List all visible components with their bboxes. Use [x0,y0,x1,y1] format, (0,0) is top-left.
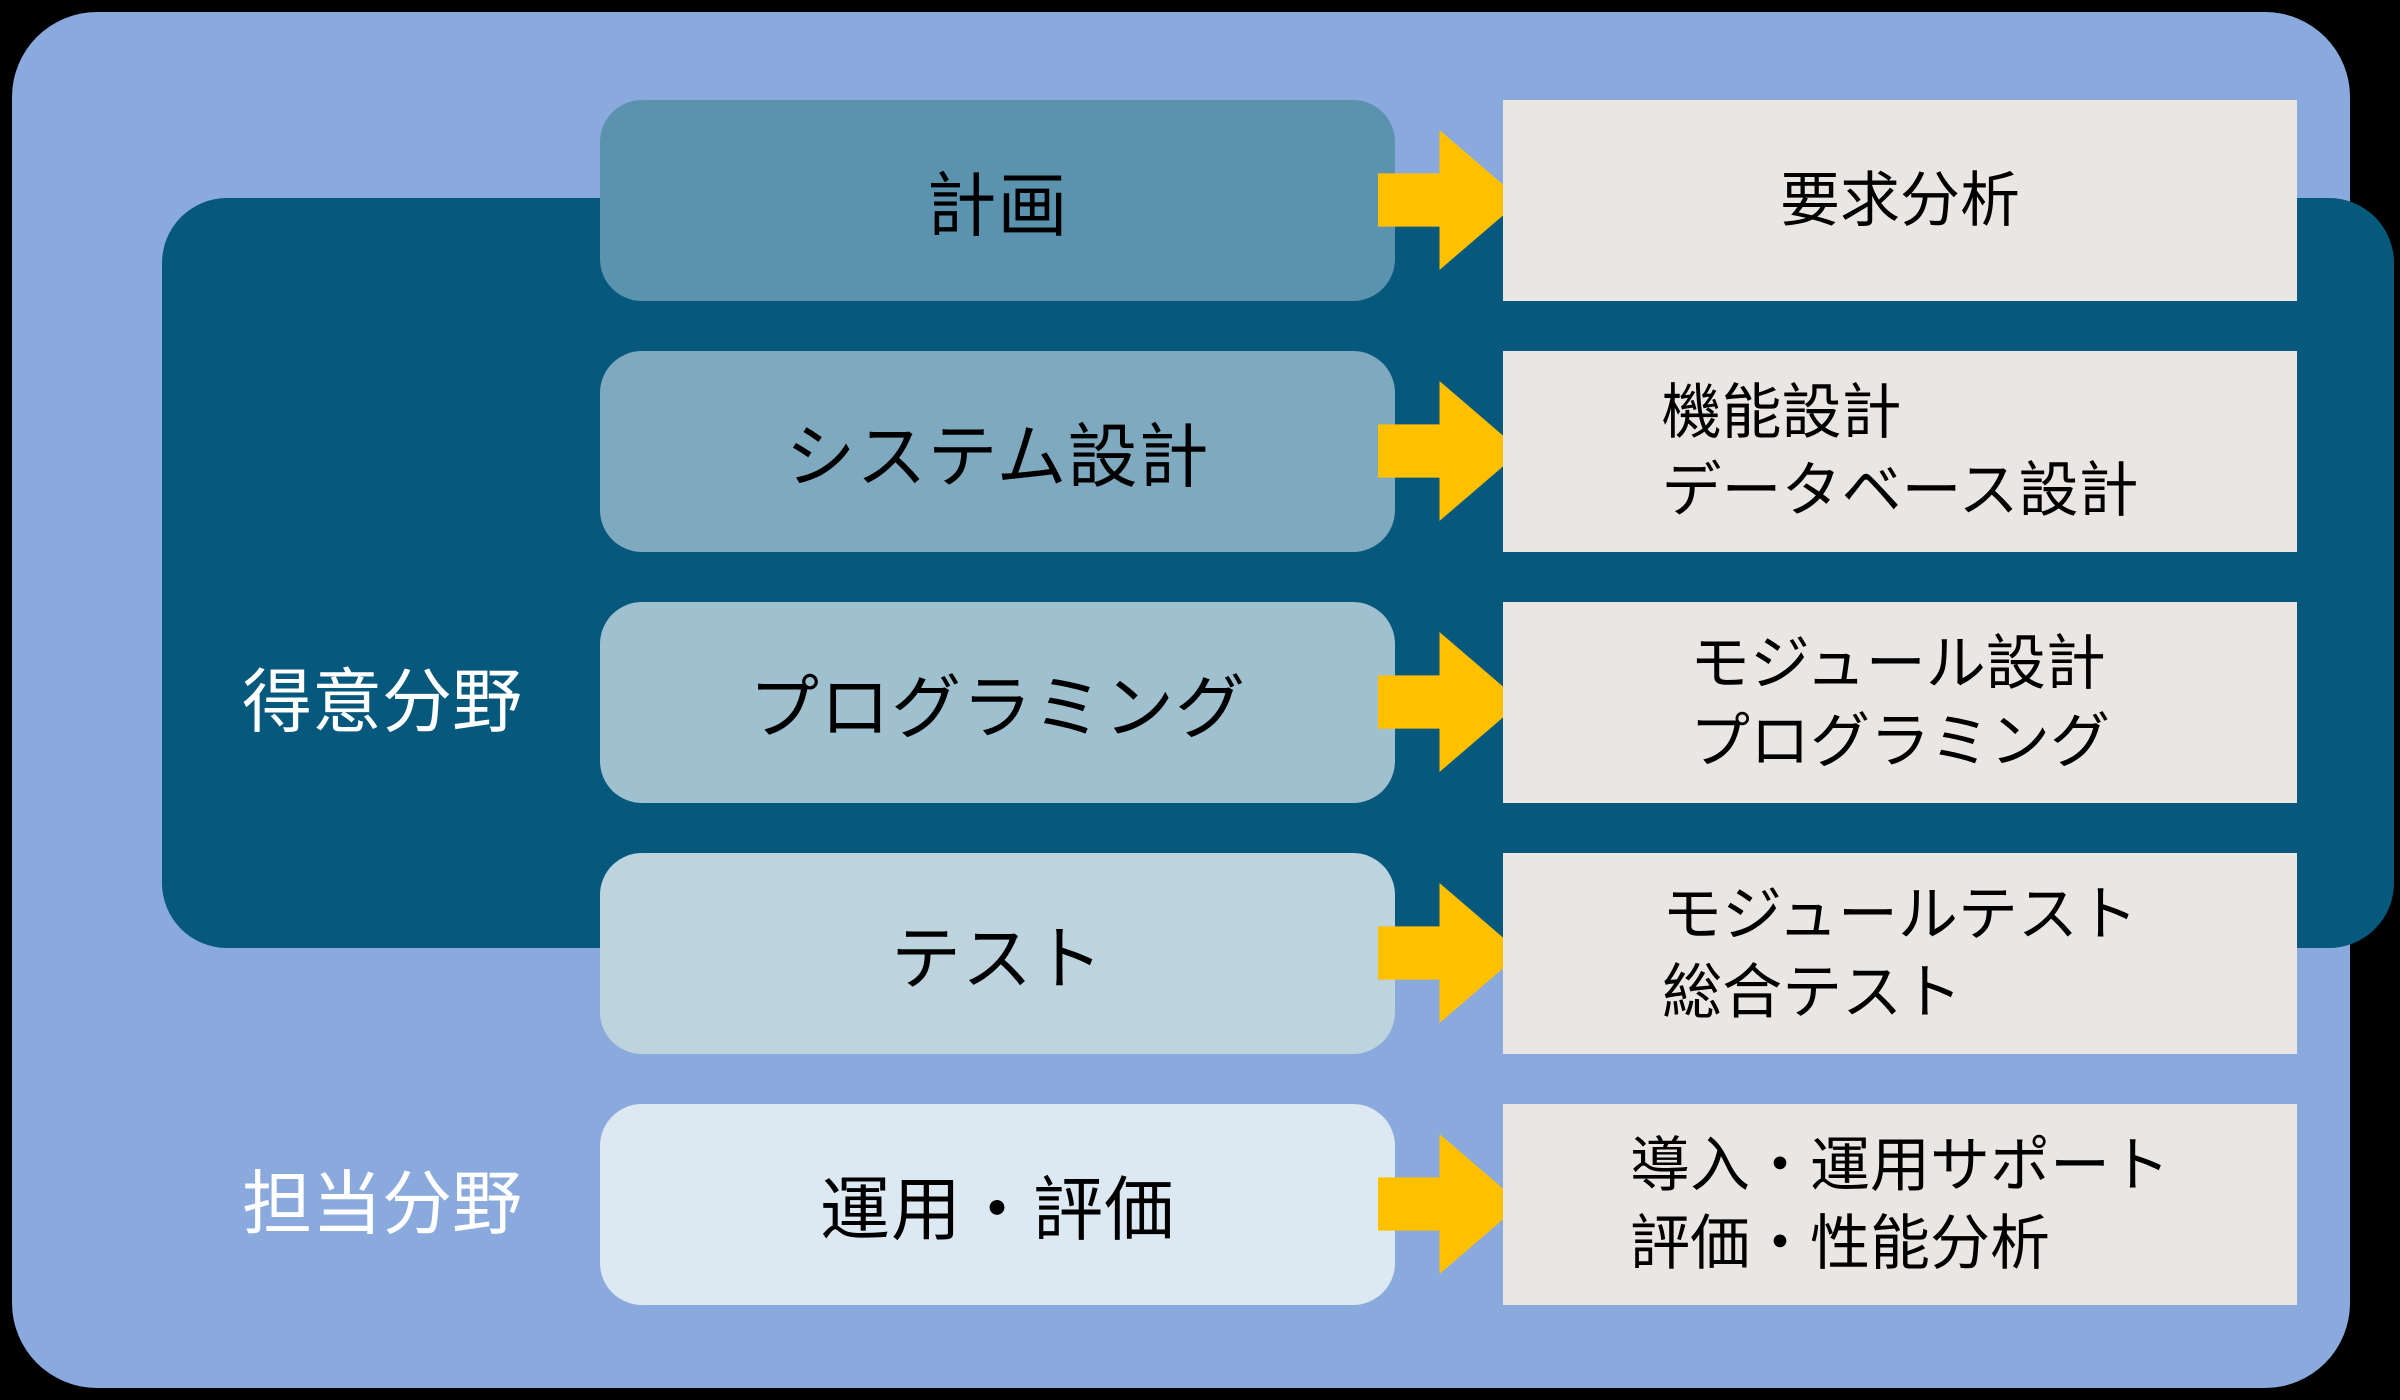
label-assigned-field: 担当分野 [242,1165,522,1243]
detail-line: モジュール設計 [1690,629,2106,697]
arrow-right-icon [1378,381,1521,521]
detail-text: 機能設計データベース設計 [1662,374,2139,530]
phase-label: テスト [891,920,1104,998]
arrow-right-icon [1378,883,1521,1023]
phase-label: プログラミング [749,669,1246,747]
process-row-2: システム設計 機能設計データベース設計 [0,351,2400,552]
detail-line: データベース設計 [1661,456,2139,524]
detail-box: 要求分析 [1503,100,2297,301]
process-row-1: 計画 要求分析 [0,100,2400,301]
detail-box: モジュールテスト総合テスト [1503,853,2297,1054]
detail-line: 導入・運用サポート [1630,1131,2170,1199]
detail-text: 要求分析 [1780,162,2020,240]
specialty-group-panel [162,198,2394,948]
process-row-3: プログラミング モジュール設計プログラミング [0,602,2400,803]
arrow-right-icon [1378,1134,1521,1274]
phase-box: システム設計 [600,351,1395,552]
process-row-5: 運用・評価 導入・運用サポート評価・性能分析 [0,1104,2400,1305]
detail-box: 導入・運用サポート評価・性能分析 [1503,1104,2297,1305]
detail-text: モジュールテスト総合テスト [1662,876,2138,1032]
label-specialty-field: 得意分野 [242,663,522,741]
arrow-right-icon [1378,130,1521,270]
phase-box: 運用・評価 [600,1104,1395,1305]
phase-box: 計画 [600,100,1395,301]
phase-label: 運用・評価 [820,1171,1175,1249]
detail-text: モジュール設計プログラミング [1690,625,2110,781]
detail-box: モジュール設計プログラミング [1503,602,2297,803]
phase-box: プログラミング [600,602,1395,803]
detail-line: 機能設計 [1661,378,1902,446]
phase-label: 計画 [926,167,1069,245]
detail-line: 総合テスト [1662,958,1963,1026]
detail-text: 導入・運用サポート評価・性能分析 [1630,1127,2170,1283]
arrow-right-icon [1378,632,1521,772]
detail-line: 要求分析 [1780,166,2020,234]
detail-line: プログラミング [1690,707,2110,775]
detail-line: 評価・性能分析 [1630,1209,2050,1277]
process-row-4: テスト モジュールテスト総合テスト [0,853,2400,1054]
detail-box: 機能設計データベース設計 [1503,351,2297,552]
phase-box: テスト [600,853,1395,1054]
phase-label: システム設計 [785,418,1210,496]
detail-line: モジュールテスト [1662,880,2138,948]
